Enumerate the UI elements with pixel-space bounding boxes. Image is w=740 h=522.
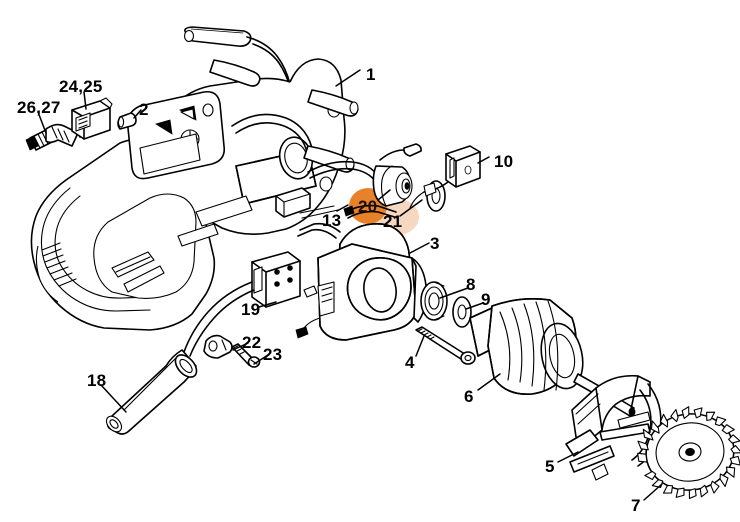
part-9-washer (452, 296, 472, 328)
part-8-bearing (420, 281, 448, 321)
callout-3[interactable]: 3 (430, 234, 440, 253)
part-20-21-pump-drive (307, 160, 446, 219)
warning-decal-panel (126, 90, 226, 180)
callout-10[interactable]: 10 (494, 152, 514, 171)
callout-24-25[interactable]: 24,25 (59, 77, 103, 96)
callout-1[interactable]: 1 (366, 65, 376, 84)
leader-lines (37, 69, 663, 501)
part-24-25-connector-block (71, 97, 113, 140)
part-6-armature-rotor (469, 298, 636, 417)
callout-20[interactable]: 20 (358, 197, 378, 216)
part-13-terminal-block (275, 187, 339, 219)
callout-9[interactable]: 9 (481, 290, 491, 309)
callout-23[interactable]: 23 (263, 345, 283, 364)
callout-19[interactable]: 19 (241, 300, 261, 319)
part-22-cable-clamp (203, 334, 233, 359)
callout-6[interactable]: 6 (464, 387, 474, 406)
part-5-brush-holder-bracket (565, 374, 662, 481)
callout-7[interactable]: 7 (631, 496, 641, 515)
part-10-capacitor-switch (379, 143, 481, 209)
callout-18[interactable]: 18 (87, 371, 107, 390)
callout-2[interactable]: 2 (139, 100, 149, 119)
callout-13[interactable]: 13 (322, 211, 342, 230)
part-18-power-cord (105, 349, 198, 435)
part-4-machine-screw (415, 326, 476, 365)
callout-21[interactable]: 21 (383, 212, 403, 231)
handle-grip-texture (35, 242, 77, 303)
callout-5[interactable]: 5 (545, 457, 555, 476)
part-19-switch-module (183, 251, 318, 357)
callout-26-27[interactable]: 26,27 (17, 98, 61, 117)
callout-4[interactable]: 4 (405, 353, 415, 372)
part-3-stator-field-coil (295, 222, 428, 341)
callout-22[interactable]: 22 (242, 333, 262, 352)
part-7-cooling-fan-wheel (637, 406, 740, 500)
saw-housing-group (30, 26, 359, 331)
callout-8[interactable]: 8 (466, 275, 476, 294)
part-2-bushing (117, 112, 137, 130)
